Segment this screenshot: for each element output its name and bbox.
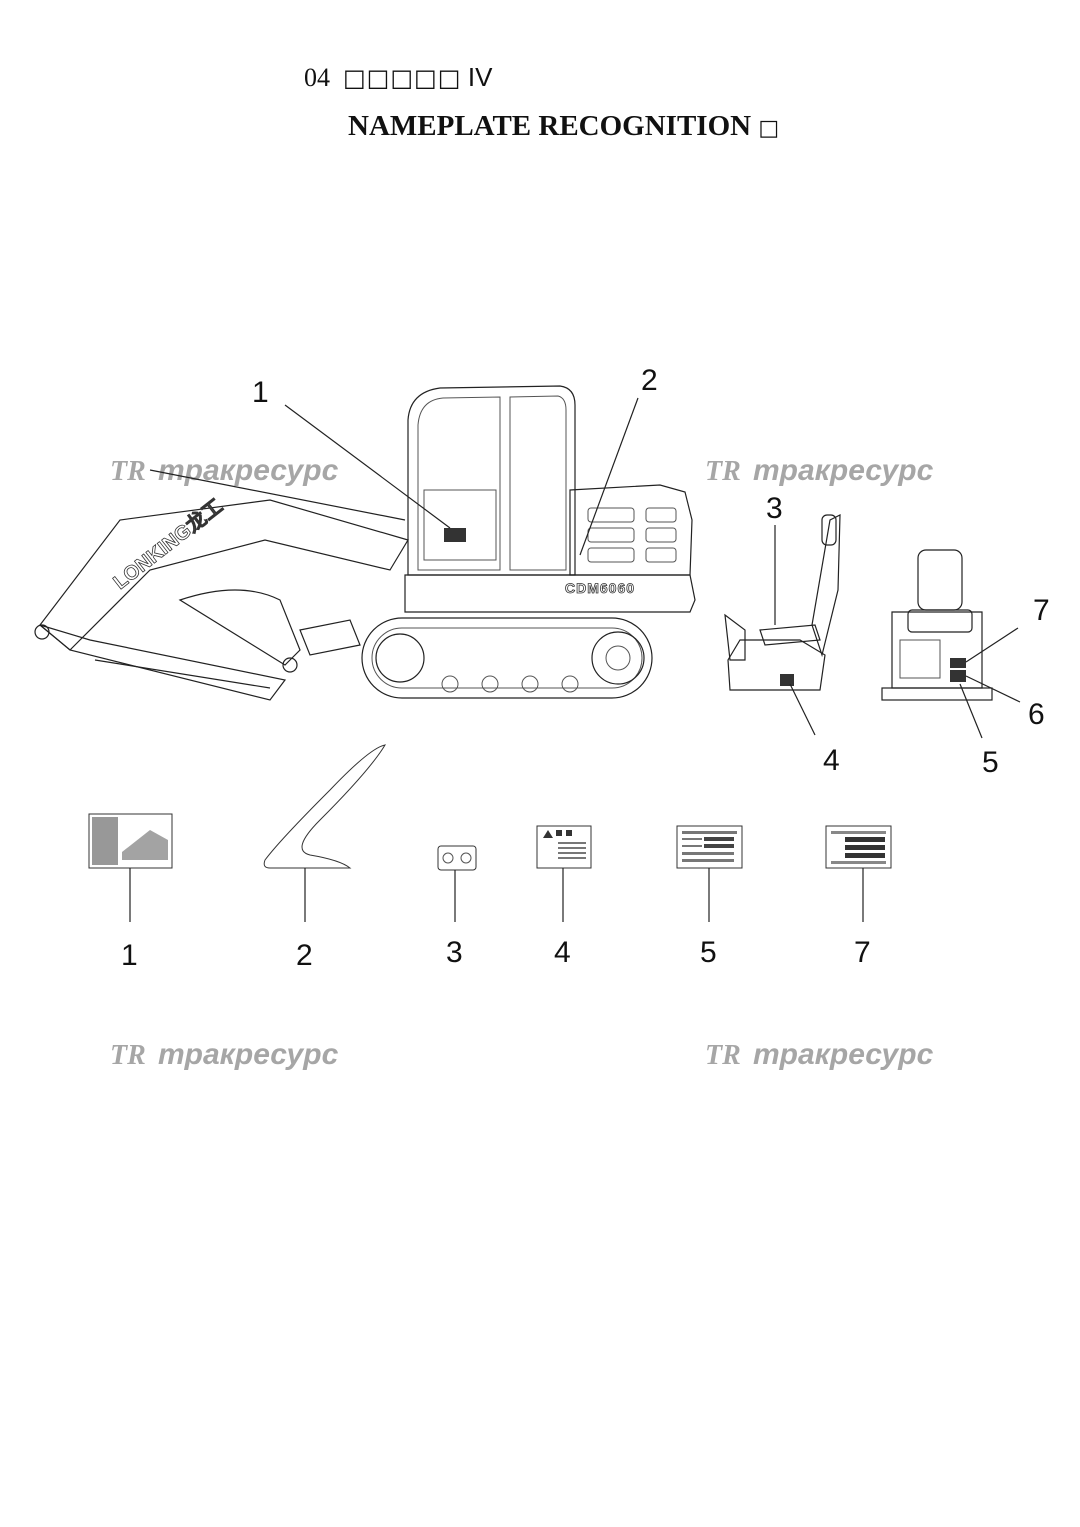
callout-number: 4 <box>823 744 840 777</box>
track-outline <box>361 617 653 699</box>
callout-number: 1 <box>252 376 269 409</box>
part-5-nameplate <box>676 825 743 922</box>
callout-number: 4 <box>554 936 571 969</box>
sprocket-hub <box>605 645 631 671</box>
cab-window <box>509 395 567 571</box>
stick-cylinder <box>94 659 271 689</box>
bucket <box>178 589 301 666</box>
watermark-logo: TR <box>110 1040 146 1071</box>
watermark-text: тракресурс <box>158 454 339 487</box>
boom-cylinder <box>149 469 406 521</box>
section-roman-suffix: IV <box>467 62 493 92</box>
part-3-small-label <box>437 845 477 922</box>
watermark-text: тракресурс <box>158 1038 339 1071</box>
cab-outline <box>407 385 576 576</box>
callout-number: 5 <box>982 746 999 779</box>
track-inner <box>371 627 643 689</box>
watermark-bottom-right: TR тракресурс <box>705 1038 934 1071</box>
seat-rear-panel <box>899 639 941 679</box>
callout-number: 2 <box>296 939 313 972</box>
watermark-logo: TR <box>110 456 146 487</box>
stick-arm <box>39 624 287 701</box>
seat-rear-cushion <box>907 609 973 633</box>
watermark-top-right: TR тракресурс <box>705 454 934 487</box>
cab-door <box>417 396 501 571</box>
page-title-text: NAMEPLATE RECOGNITION <box>348 110 752 142</box>
seat-base-plate <box>881 687 993 701</box>
label-5-6-location <box>950 670 966 682</box>
part-1-operating-diagram-label <box>88 813 173 922</box>
part-2-decal-stripe <box>263 744 387 922</box>
cab-lower-panel <box>423 489 497 561</box>
boom-tip-pin <box>34 624 50 640</box>
part-4-warning-label <box>536 825 592 922</box>
track-rollers <box>441 675 579 693</box>
drive-sprocket <box>591 631 645 685</box>
seat-cushion <box>759 624 821 646</box>
untranslated-title-placeholder: □□□□□ <box>343 64 462 92</box>
model-badge: CDM6060 <box>565 580 635 596</box>
part-7-data-plate <box>825 825 892 922</box>
excavator-drawing: CDM6060 LONKING龙工 <box>34 385 696 701</box>
dozer-blade <box>299 619 361 656</box>
boom-brand-text: LONKING龙工 <box>108 494 227 594</box>
label-1-location <box>444 528 466 542</box>
watermark-logo: TR <box>705 1040 741 1071</box>
bucket-pin <box>282 657 298 673</box>
callout-number: 7 <box>1033 594 1050 627</box>
seat-console <box>727 639 826 691</box>
callout-number: 5 <box>700 936 717 969</box>
seat-headrest <box>821 514 837 546</box>
machine-leader-lines <box>284 397 1021 739</box>
label-thumbnail <box>437 845 477 871</box>
watermark-top-left: TR тракресурс <box>110 454 339 487</box>
callout-number: 6 <box>1028 698 1045 731</box>
engine-grilles <box>587 507 677 563</box>
watermark-text: тракресурс <box>753 1038 934 1071</box>
seat-rear-view <box>881 549 993 701</box>
section-number: 04 <box>304 63 330 92</box>
seat-side-view <box>724 514 841 691</box>
callout-number: 2 <box>641 364 658 397</box>
seat-backrest <box>811 514 841 658</box>
stripe-decal-shape <box>263 744 387 869</box>
machine-callouts: 1 2 3 4 7 6 5 <box>252 364 1050 779</box>
callout-number: 7 <box>854 936 871 969</box>
watermark-logo: TR <box>705 456 741 487</box>
idler-wheel <box>375 633 425 683</box>
parts-callouts: 1 2 3 4 5 7 <box>121 936 871 972</box>
upper-frame <box>404 574 696 613</box>
label-7-location <box>950 658 966 668</box>
page-title: NAMEPLATE RECOGNITION □ <box>348 110 779 143</box>
watermark-bottom-left: TR тракресурс <box>110 1038 339 1071</box>
label-4-location <box>780 674 794 686</box>
section-heading: 04 □□□□□ IV <box>304 62 492 93</box>
callout-number: 3 <box>766 492 783 525</box>
seat-rear-backrest <box>917 549 963 611</box>
seat-rear-frame <box>891 611 983 689</box>
watermark-text: тракресурс <box>753 454 934 487</box>
page-title-tail-glyph: □ <box>758 116 780 141</box>
callout-number: 1 <box>121 939 138 972</box>
control-lever <box>724 613 746 661</box>
callout-number: 3 <box>446 936 463 969</box>
